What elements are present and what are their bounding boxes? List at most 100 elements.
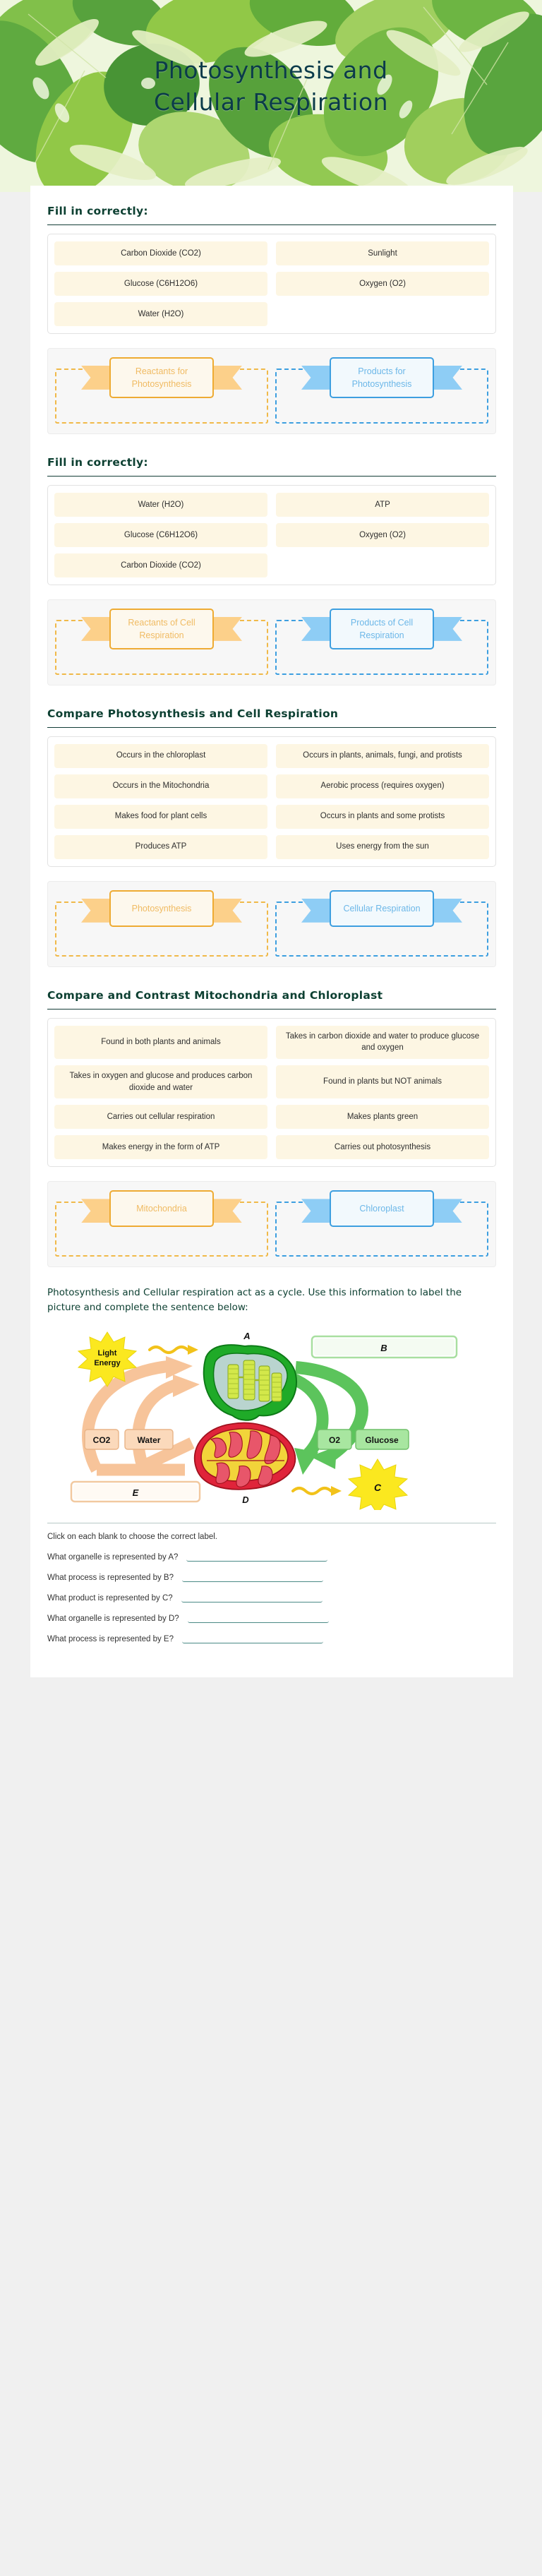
water-tag — [124, 1429, 174, 1450]
page-title-line2: Cellular Respiration — [153, 88, 389, 116]
section-photosynthesis-fill: Fill in correctly: Carbon Dioxide (CO2) … — [47, 204, 496, 434]
ribbon-label: Reactants for Photosynthesis — [81, 357, 242, 399]
sun-light-energy-label-line1: Light — [98, 1349, 117, 1358]
ribbon-text: Photosynthesis — [109, 889, 214, 927]
water-label: Water — [138, 1435, 161, 1445]
tropical-leaves-background — [0, 0, 542, 192]
diagram-blank-b[interactable] — [311, 1335, 458, 1359]
peach-arrows-icon — [82, 1356, 200, 1476]
word-chip[interactable]: Carbon Dioxide (CO2) — [54, 553, 267, 577]
ribbon-text: Products of Cell Respiration — [330, 608, 434, 650]
drop-zone-products-photosynthesis[interactable]: Products for Photosynthesis — [275, 357, 488, 424]
ribbon-label: Photosynthesis — [81, 889, 242, 927]
sun-light-energy-label-line2: Energy — [94, 1359, 121, 1367]
word-chip[interactable]: Occurs in the chloroplast — [54, 743, 267, 768]
answer-blank-b[interactable] — [181, 1571, 323, 1583]
word-chip[interactable]: Carries out cellular respiration — [54, 1105, 267, 1130]
ribbon-text: Cellular Respiration — [330, 889, 434, 927]
word-chip[interactable]: Makes food for plant cells — [54, 804, 267, 829]
worksheet-card: Fill in correctly: Carbon Dioxide (CO2) … — [30, 186, 513, 1678]
word-chip[interactable]: ATP — [276, 492, 489, 517]
word-chip[interactable]: Produces ATP — [54, 834, 267, 859]
section-title: Fill in correctly: — [47, 455, 148, 469]
ribbon-label: Chloroplast — [301, 1190, 462, 1228]
word-chip[interactable]: Water (H2O) — [54, 492, 267, 517]
word-bank: Occurs in the chloroplast Occurs in plan… — [47, 736, 496, 867]
drop-zone-reactants-photosynthesis[interactable]: Reactants for Photosynthesis — [55, 357, 268, 424]
ribbon-text: Products for Photosynthesis — [330, 357, 434, 399]
diagram-label-a: A — [243, 1331, 250, 1341]
glucose-label: Glucose — [365, 1435, 399, 1445]
energy-squiggle-icon — [148, 1346, 332, 1496]
drop-zone-reactants-cell-respiration[interactable]: Reactants of Cell Respiration — [55, 608, 268, 675]
word-chip[interactable]: Carries out photosynthesis — [276, 1135, 489, 1160]
section-divider — [47, 475, 496, 477]
diagram-blank-e[interactable] — [70, 1480, 201, 1503]
page-title-line1: Photosynthesis and — [154, 56, 388, 84]
energy-arrowhead-left-icon — [188, 1345, 198, 1355]
word-chip[interactable]: Carbon Dioxide (CO2) — [54, 241, 267, 265]
word-chip[interactable]: Makes energy in the form of ATP — [54, 1135, 267, 1160]
ribbon-text: Reactants of Cell Respiration — [109, 608, 214, 650]
word-chip[interactable]: Glucose (C6H12O6) — [54, 271, 267, 296]
section-title: Compare and Contrast Mitochondria and Ch… — [47, 988, 383, 1002]
word-chip[interactable]: Oxygen (O2) — [276, 271, 489, 296]
answer-blank-d[interactable] — [187, 1612, 329, 1624]
word-chip[interactable]: Occurs in the Mitochondria — [54, 774, 267, 798]
question-label: What process is represented by B? — [47, 1574, 174, 1583]
o2-label: O2 — [329, 1435, 340, 1445]
ribbon-text: Chloroplast — [330, 1190, 434, 1228]
drop-zone-photosynthesis[interactable]: Photosynthesis — [55, 889, 268, 957]
word-chip[interactable]: Found in plants but NOT animals — [276, 1065, 489, 1099]
word-chip[interactable]: Water (H2O) — [54, 301, 267, 326]
word-chip[interactable]: Occurs in plants, animals, fungi, and pr… — [276, 743, 489, 768]
page-title: Photosynthesis and Cellular Respiration — [0, 55, 542, 118]
co2-tag — [84, 1429, 119, 1450]
photosynthesis-respiration-cycle-diagram: Light Energy — [47, 1325, 496, 1515]
ribbon-label: Cellular Respiration — [301, 889, 462, 927]
ribbon-text: Reactants for Photosynthesis — [109, 357, 214, 399]
answer-blank-e[interactable] — [181, 1633, 323, 1644]
question-row: What product is represented by C? — [47, 1592, 496, 1603]
glucose-tag — [355, 1429, 409, 1450]
word-chip[interactable]: Takes in carbon dioxide and water to pro… — [276, 1025, 489, 1060]
word-chip[interactable]: Makes plants green — [276, 1105, 489, 1130]
word-bank: Carbon Dioxide (CO2) Sunlight Glucose (C… — [47, 233, 496, 334]
questions-hint: Click on each blank to choose the correc… — [47, 1533, 217, 1542]
section-compare-photosynthesis-respiration: Compare Photosynthesis and Cell Respirat… — [47, 707, 496, 967]
drop-zone-group: Photosynthesis Cellular Respiration — [47, 880, 496, 967]
word-chip[interactable]: Occurs in plants and some protists — [276, 804, 489, 829]
cycle-prompt: Photosynthesis and Cellular respiration … — [47, 1287, 462, 1314]
diagram-label-c: C — [374, 1482, 382, 1493]
ribbon-label: Products of Cell Respiration — [301, 608, 462, 650]
mitochondria-icon — [193, 1422, 296, 1490]
word-chip[interactable]: Oxygen (O2) — [276, 522, 489, 547]
question-row: What process is represented by E? — [47, 1633, 496, 1644]
question-label: What product is represented by C? — [47, 1594, 173, 1603]
ribbon-label: Mitochondria — [81, 1190, 242, 1228]
ribbon-label: Products for Photosynthesis — [301, 357, 462, 399]
drop-zone-group: Reactants for Photosynthesis Products fo… — [47, 347, 496, 434]
word-chip[interactable]: Takes in oxygen and glucose and produces… — [54, 1065, 267, 1099]
section-divider — [47, 224, 496, 225]
word-chip[interactable]: Aerobic process (requires oxygen) — [276, 774, 489, 798]
question-row: What organelle is represented by D? — [47, 1612, 496, 1624]
energy-arrowhead-right-icon — [331, 1486, 342, 1497]
section-title: Compare Photosynthesis and Cell Respirat… — [47, 707, 339, 720]
diagram-blank-b-label: B — [380, 1343, 387, 1353]
drop-zone-products-cell-respiration[interactable]: Products of Cell Respiration — [275, 608, 488, 675]
drop-zone-cellular-respiration[interactable]: Cellular Respiration — [275, 889, 488, 957]
sun-product-c-icon — [347, 1458, 409, 1511]
word-chip[interactable]: Uses energy from the sun — [276, 834, 489, 859]
word-chip[interactable]: Found in both plants and animals — [54, 1025, 267, 1060]
drop-zone-chloroplast[interactable]: Chloroplast — [275, 1190, 488, 1257]
answer-blank-a[interactable] — [186, 1551, 328, 1562]
section-title: Fill in correctly: — [47, 205, 148, 217]
cycle-diagram-svg: Light Energy — [47, 1325, 496, 1511]
drop-zone-mitochondria[interactable]: Mitochondria — [55, 1190, 268, 1257]
question-label: What process is represented by E? — [47, 1635, 174, 1644]
answer-blank-c[interactable] — [181, 1592, 323, 1603]
word-chip[interactable]: Sunlight — [276, 241, 489, 265]
word-chip[interactable]: Glucose (C6H12O6) — [54, 522, 267, 547]
co2-label: CO2 — [93, 1435, 111, 1445]
